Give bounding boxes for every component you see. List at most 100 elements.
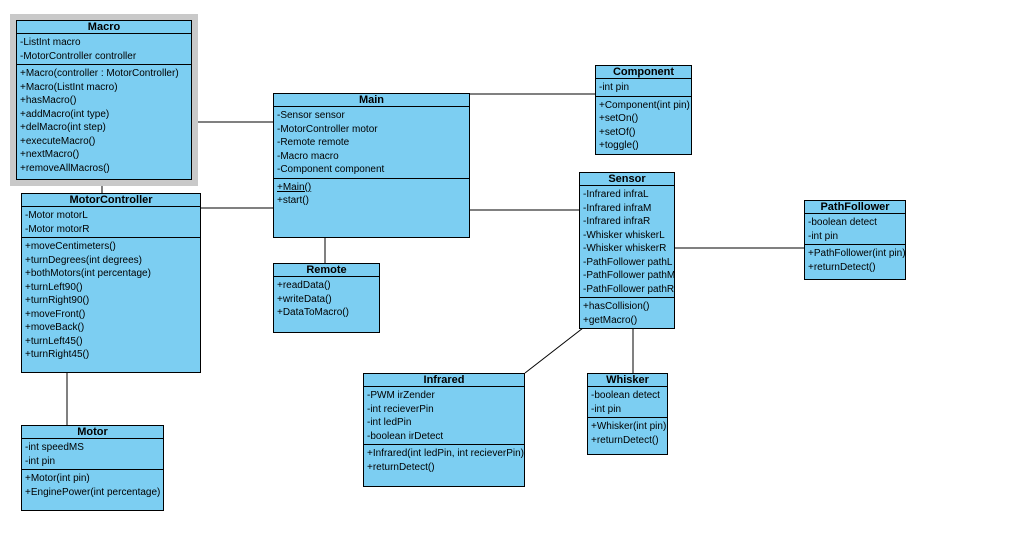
attribute-row: -Motor motorR [25,223,90,235]
method-row: +getMacro() [583,314,638,326]
class-remote[interactable]: Remote+readData()+writeData()+DataToMacr… [273,263,380,333]
method-row: +Infrared(int ledPin, int recieverPin) [367,448,525,459]
attribute-row: -int pin [25,455,56,467]
class-title-motor: Motor [22,426,163,439]
attribute-row: -Infrared infraL [583,189,649,200]
attributes-compartment-motorcontroller: -Motor motorL -Motor motorR [22,207,200,238]
method-row: +hasCollision() [583,301,650,312]
class-component[interactable]: Component-int pin+Component(int pin)+set… [595,65,692,155]
method-row: +turnLeft45() [25,335,83,347]
attributes-compartment-motor: -int speedMS -int pin [22,439,163,470]
attribute-row: -int pin [808,230,839,242]
method-row: +executeMacro() [20,135,96,147]
attribute-row: -Sensor sensor [277,110,345,121]
method-row: +returnDetect() [591,434,659,446]
attributes-compartment-component: -int pin [596,79,691,97]
method-row: +returnDetect() [367,461,435,473]
attribute-row: -Motor motorL [25,210,88,221]
attribute-row: -PathFollower pathR [583,283,675,295]
attributes-compartment-pathfollower: -boolean detect -int pin [805,214,905,245]
attribute-row: -Whisker whiskerL [583,229,665,241]
class-sensor[interactable]: Sensor-Infrared infraL-Infrared infraM-I… [579,172,675,329]
class-whisker[interactable]: Whisker-boolean detect-int pin+Whisker(i… [587,373,668,455]
attribute-row: -boolean irDetect [367,430,444,442]
methods-compartment-motor: +Motor(int pin) +EnginePower(int percenta… [22,470,163,510]
class-title-remote: Remote [274,264,379,277]
method-row: +DataToMacro() [277,307,349,318]
methods-compartment-sensor: +hasCollision() +getMacro() [580,298,674,328]
methods-compartment-remote: +readData()+writeData()+DataToMacro() [274,277,379,332]
attribute-row: -MotorController controller [20,50,137,62]
attributes-compartment-whisker: -boolean detect -int pin [588,387,667,418]
class-title-pathfollower: PathFollower [805,201,905,214]
method-row: +turnDegrees(int degrees) [25,254,143,266]
attribute-row: -PWM irZender [367,390,435,401]
class-title-main: Main [274,94,469,107]
method-row: +PathFollower(int pin) [808,248,906,259]
method-row: +readData() [277,280,331,291]
attribute-row: -Whisker whiskerR [583,243,667,254]
attribute-row: -boolean detect [591,390,660,401]
class-motorcontroller[interactable]: MotorController-Motor motorL-Motor motor… [21,193,201,373]
attribute-row: -Infrared infraR [583,216,651,227]
class-title-component: Component [596,66,691,79]
class-title-infrared: Infrared [364,374,524,387]
method-row: +setOn() [599,113,639,124]
class-title-motorcontroller: MotorController [22,194,200,207]
methods-compartment-main: +Main() +start() [274,179,469,238]
method-row: +EnginePower(int percentage) [25,486,161,498]
attribute-row: -int ledPin [367,417,412,428]
attributes-compartment-infrared: -PWM irZender -int recieverPin -int ledPin… [364,387,524,445]
attribute-row: -MotorController motor [277,123,378,135]
class-title-sensor: Sensor [580,173,674,186]
class-motor[interactable]: Motor -int speedMS -int pin +Motor(int pin)… [21,425,164,511]
attribute-row: -int pin [599,82,630,93]
class-main[interactable]: Main -Sensor sensor -MotorController motor… [273,93,470,238]
attribute-row: -Remote remote [277,137,350,148]
class-infrared[interactable]: Infrared -PWM irZender -int recieverPin -in… [363,373,525,487]
method-row: +turnRight45() [25,349,90,360]
methods-compartment-whisker: +Whisker(int pin) +returnDetect() [588,418,667,454]
attribute-row: -int recieverPin [367,403,434,415]
method-row: +moveCentimeters() [25,241,116,252]
class-title-macro: Macro [17,21,191,34]
method-row: +moveBack() [25,322,85,333]
methods-compartment-motorcontroller: +moveCentimeters() +turnDegrees(int degre… [22,238,200,372]
method-row: +toggle() [599,140,639,151]
method-row: +Macro(ListInt macro) [20,81,118,93]
attribute-row: -int speedMS [25,442,84,453]
method-row: +Motor(int pin) [25,473,90,484]
class-macro[interactable]: Macro -ListInt macro -MotorController cont… [16,20,192,180]
method-row: +Whisker(int pin) [591,421,667,432]
attributes-compartment-sensor: -Infrared infraL -Infrared infraM -Infrare… [580,186,674,298]
method-row: +addMacro(int type) [20,108,110,120]
method-row: +setOf() [599,126,636,138]
attribute-row: -boolean detect [808,217,877,228]
connector-sensor-infrared[interactable] [524,327,584,374]
methods-compartment-infrared: +Infrared(int ledPin, int recieverPin) +r… [364,445,524,486]
method-row: +delMacro(int step) [20,122,106,133]
methods-compartment-macro: +Macro(controller : MotorController) +Mac… [17,65,191,179]
method-row: +start() [277,195,309,206]
methods-compartment-component: +Component(int pin)+setOn()+setOf()+togg… [596,97,691,155]
method-row: +turnLeft90() [25,281,83,293]
attributes-compartment-main: -Sensor sensor -MotorController motor -Rem… [274,107,469,179]
methods-compartment-pathfollower: +PathFollower(int pin) +returnDetect() [805,245,905,279]
method-row: +turnRight90() [25,295,90,306]
attribute-row: -PathFollower pathL [583,256,673,268]
attribute-row: -ListInt macro [20,37,81,48]
attributes-compartment-macro: -ListInt macro -MotorController controlle… [17,34,191,65]
attribute-row: -Macro macro [277,150,339,162]
method-row: +returnDetect() [808,261,876,273]
attribute-row: -Infrared infraM [583,202,652,214]
method-row: +removeAllMacros() [20,162,110,174]
method-row: +moveFront() [25,308,86,320]
method-row: +Main() [277,181,312,193]
attribute-row: -int pin [591,403,622,415]
method-row: +hasMacro() [20,95,77,106]
class-pathfollower[interactable]: PathFollower -boolean detect -int pin +Path… [804,200,906,280]
attribute-row: -Component component [277,164,385,175]
method-row: +bothMotors(int percentage) [25,268,151,279]
method-row: +Macro(controller : MotorController) [20,68,179,79]
method-row: +nextMacro() [20,149,80,160]
